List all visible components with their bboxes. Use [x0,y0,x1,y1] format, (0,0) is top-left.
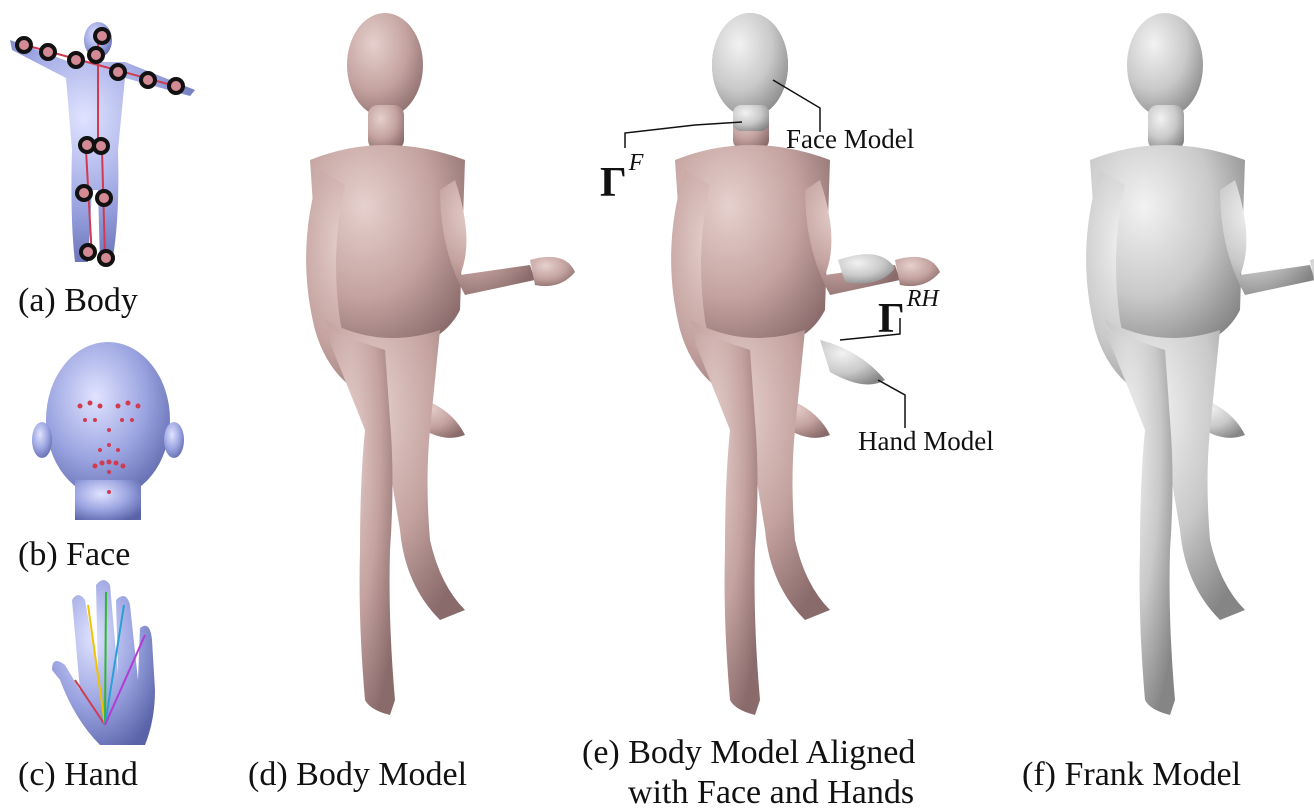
caption-aligned-line1: (e) Body Model Aligned [582,734,915,772]
hand-thumbnail [52,580,155,745]
gamma-rh-label: ΓRH [878,286,939,343]
caption-body: (a) Body [18,282,138,320]
frank-model-render [1086,13,1314,715]
aligned-model-render [671,13,940,715]
callout-hand-model: Hand Model [858,426,994,457]
caption-face: (b) Face [18,536,130,574]
caption-hand: (c) Hand [18,756,138,794]
caption-aligned-line2: with Face and Hands [628,774,914,812]
caption-body-model: (d) Body Model [248,756,467,794]
gamma-f-label: ΓF [600,150,643,207]
callout-face-model: Face Model [786,124,914,155]
body-skeleton-thumbnail [10,22,195,265]
body-model-render [306,13,575,715]
caption-frank-model: (f) Frank Model [1022,756,1241,794]
face-thumbnail [32,342,184,520]
